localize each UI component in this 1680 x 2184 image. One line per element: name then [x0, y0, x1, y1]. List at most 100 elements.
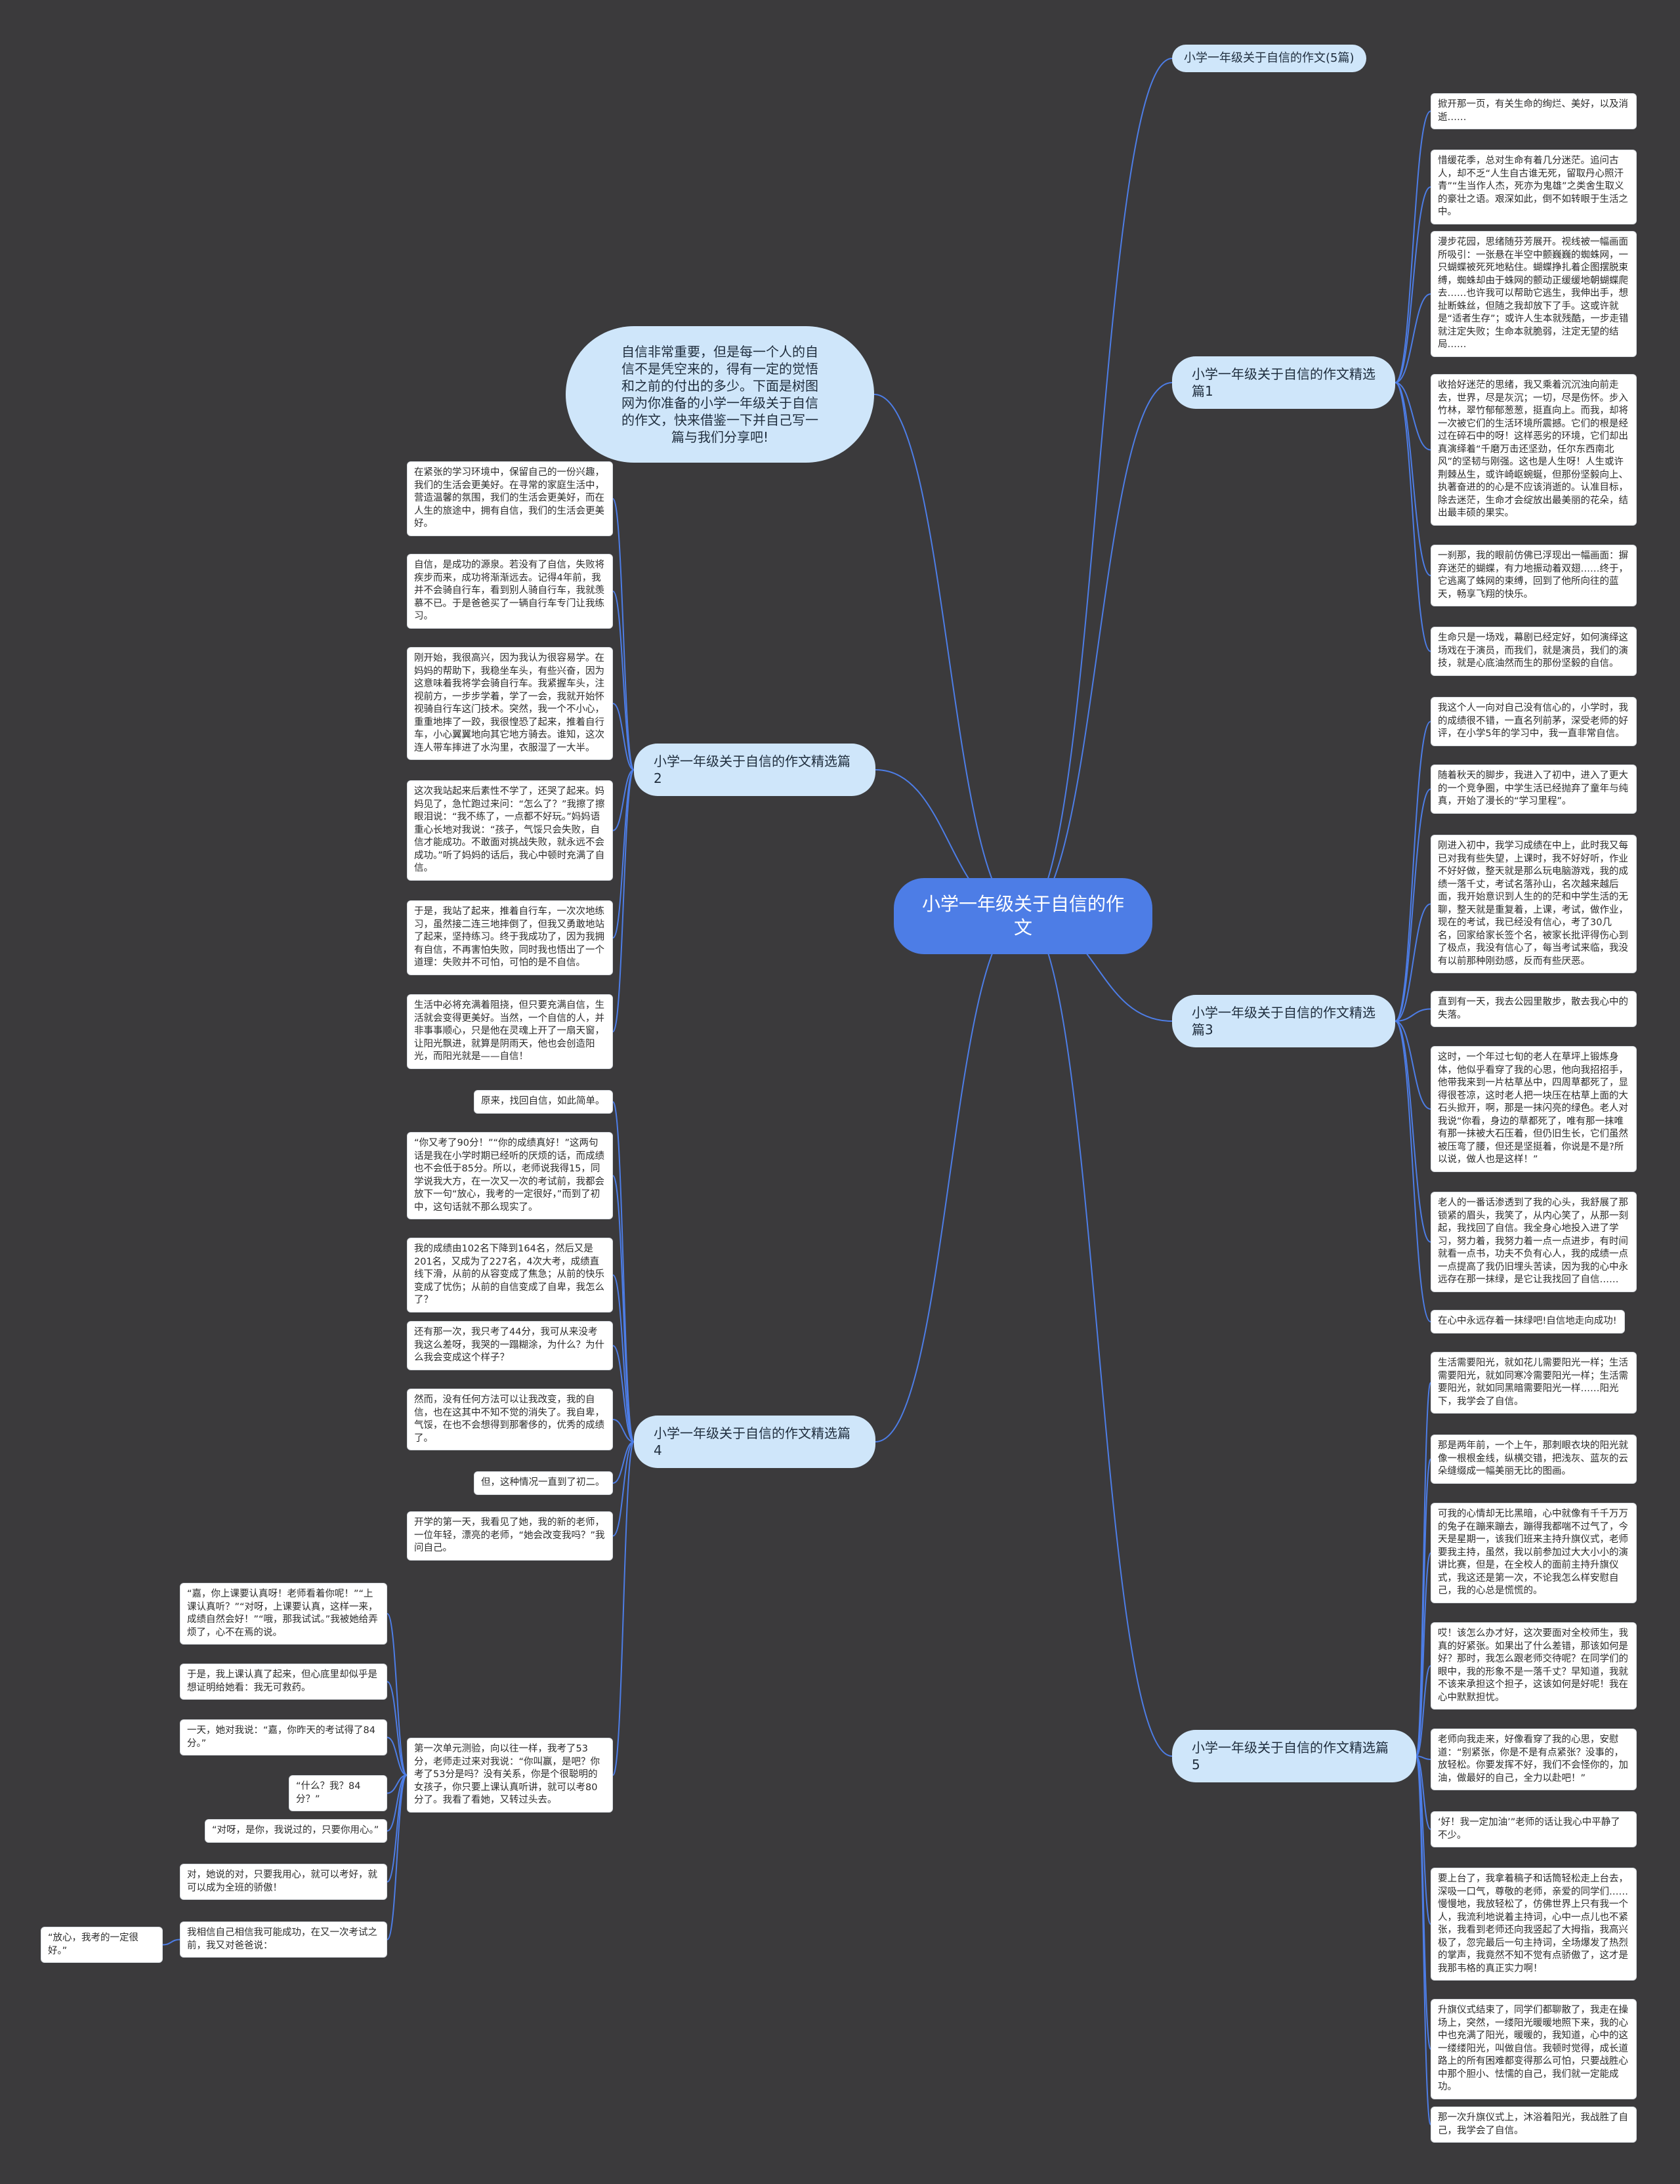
title-link-label: 小学一年级关于自信的作文(5篇) — [1184, 51, 1354, 65]
connector-l-b1-1 — [1395, 186, 1431, 383]
leaf-b3-3: 刚进入初中，我学习成绩在中上，此时我又每已对我有些失望，上课时，我不好好听，作业… — [1431, 835, 1637, 973]
branch-essay-5[interactable]: 小学一年级关于自信的作文精选篇5 — [1172, 1730, 1416, 1782]
connector-l-b3-2 — [1395, 903, 1431, 1022]
leaf-b4-8: 第一次单元测验，向以往一样，我考了53分，老师走过来对我说：“你叫赢，是吧？你考… — [407, 1738, 613, 1813]
subleaf-b4-5: “对呀，是你，我说过的，只要你用心。” — [205, 1819, 387, 1843]
intro-text: 自信非常重要，但是每一个人的自信不是凭空来的，得有一定的觉悟和之前的付出的多少。… — [621, 344, 818, 445]
connector-s-b4-4 — [387, 1774, 408, 1832]
leaf-b5-5: 老师向我走来，好像看穿了我的心思，安慰道：“别紧张，你是不是有点紧张？没事的，放… — [1431, 1729, 1637, 1790]
title-link-node[interactable]: 小学一年级关于自信的作文(5篇) — [1172, 45, 1366, 72]
leaf-b3-6: 老人的一番话渗透到了我的心头，我舒展了那锁紧的眉头，我笑了，从内心笑了，从那一刻… — [1431, 1192, 1637, 1292]
connector-l-b5-5 — [1416, 1755, 1431, 1830]
subleaf-b4-3: 一天，她对我说：“嘉，你昨天的考试得了84分。” — [180, 1719, 387, 1755]
connector-l-b2-4 — [612, 769, 635, 938]
leaf-b1-4: 收拾好迷茫的思绪，我又乘着沉沉浊向前走去，世界，尽是灰沉；一切，尽是伤怀。步入竹… — [1431, 374, 1637, 526]
leaf-b3-5: 这时，一个年过七旬的老人在草坪上锻炼身体，他似乎看穿了我的心思，他向我招招手，他… — [1431, 1046, 1637, 1172]
leaf-b2-1: 在紧张的学习环境中，保留自己的一份兴趣，我们的生活会更美好。在寻常的家庭生活中，… — [407, 461, 613, 536]
branch-essay-1[interactable]: 小学一年级关于自信的作文精选篇1 — [1172, 356, 1395, 409]
leaf-b3-2: 随着秋天的脚步，我进入了初中，进入了更大的一个竞争圈，中学生活已经抛弃了童年与纯… — [1431, 765, 1637, 814]
connector-n-b5 — [1022, 915, 1173, 1757]
connector-l-b3-1 — [1395, 788, 1431, 1022]
subleaf-b4-1: “嘉，你上课要认真呀！老师看着你呢！”“上课认真听？”“对呀，上课要认真，这样一… — [180, 1583, 387, 1645]
connector-s-b4-2 — [387, 1736, 408, 1776]
leaf-b5-1: 生活需要阳光，就如花儿需要阳光一样；生活需要阳光，就如同寒冷需要阳光一样；生活需… — [1431, 1352, 1637, 1414]
leaf-b5-7: 要上台了，我拿着稿子和话筒轻松走上台去，深吸一口气，尊敬的老师，亲爱的同学们……… — [1431, 1868, 1637, 1981]
leaf-b2-4: 这次我站起来后素性不学了，还哭了起来。妈妈见了，急忙跑过来问：“怎么了？”我擦了… — [407, 780, 613, 881]
connector-l-b1-4 — [1395, 382, 1431, 576]
leaf-b3-7: 在心中永远存着一抹绿吧!自信地走向成功! — [1431, 1310, 1625, 1334]
branch-label: 小学一年级关于自信的作文精选篇4 — [654, 1425, 850, 1458]
connector-n-b4 — [875, 915, 1024, 1442]
connector-l-b3-0 — [1395, 721, 1431, 1022]
branch-label: 小学一年级关于自信的作文精选篇3 — [1192, 1005, 1376, 1038]
connector-l-b2-5 — [612, 769, 635, 1032]
leaf-b1-6: 生命只是一场戏，幕剧已经定好，如何演绎这场戏在于演员，而我们，就是演员，我们的演… — [1431, 627, 1637, 676]
leaf-b1-1: 掀开那一页，有关生命的绚烂、美好，以及消逝…… — [1431, 93, 1637, 129]
connector-l-b5-8 — [1416, 1755, 1431, 2126]
subleaf-b4-7: 我相信自己相信我可能成功，在又一次考试之前，我又对爸爸说： — [180, 1922, 387, 1958]
leaf-b5-4: 哎！该怎么办才好，这次要面对全校师生，我真的好紧张。如果出了什么差错，那该如何是… — [1431, 1622, 1637, 1710]
leaf-b3-1: 我这个人一向对自己没有信心的，小学时，我的成绩很不错，一直名列前茅，深受老师的好… — [1431, 697, 1637, 746]
intro-node[interactable]: 自信非常重要，但是每一个人的自信不是凭空来的，得有一定的觉悟和之前的付出的多少。… — [566, 326, 874, 463]
connector-l-b4-2 — [612, 1274, 635, 1442]
connector-l-b5-7 — [1416, 1755, 1431, 2050]
subleaf-b4-2: 于是，我上课认真了起来，但心底里却似乎是想证明给她看：我无可救药。 — [180, 1664, 387, 1700]
connector-l-b2-3 — [612, 769, 635, 831]
branch-essay-4[interactable]: 小学一年级关于自信的作文精选篇4 — [634, 1416, 875, 1468]
connector-l-b3-5 — [1395, 1020, 1431, 1243]
leaf-b2-5: 于是，我站了起来，推着自行车，一次次地练习，虽然接二连三地摔倒了，但我又勇敢地站… — [407, 900, 613, 975]
connector-n-b1 — [1022, 382, 1173, 917]
connector-l-b5-2 — [1416, 1552, 1431, 1757]
connector-l-b5-3 — [1416, 1665, 1431, 1757]
connector-l-b4-4 — [612, 1419, 635, 1442]
connector-l-b4-1 — [612, 1175, 635, 1442]
subleaf-b4-6: 对，她说的对，只要我用心，就可以考好，就可以成为全班的骄傲！ — [180, 1864, 387, 1900]
connector-l-b2-2 — [612, 703, 635, 770]
leaf-b4-7: 开学的第一天，我看见了她，我的新的老师，一位年轻，漂亮的老师，“她会改变我吗？”… — [407, 1511, 613, 1561]
leaf-b2-3: 刚开始，我很高兴，因为我认为很容易学。在妈妈的帮助下，我稳坐车头，有些兴奋，因为… — [407, 647, 613, 760]
connector-l-b4-7 — [612, 1441, 635, 1776]
branch-label: 小学一年级关于自信的作文精选篇5 — [1192, 1740, 1389, 1773]
connector-l-b1-2 — [1395, 293, 1431, 383]
connector-l-b3-6 — [1395, 1020, 1431, 1322]
leaf-b1-5: 一刹那，我的眼前仿佛已浮现出一幅画面：摒弃迷茫的蝴蝶，有力地振动着双翅……终于，… — [1431, 545, 1637, 606]
leaf-b5-6: ‘好！我一定加油’”老师的话让我心中平静了不少。 — [1431, 1811, 1637, 1847]
branch-label: 小学一年级关于自信的作文精选篇1 — [1192, 366, 1376, 399]
leaf-b5-3: 可我的心情却无比黑暗，心中就像有千千万万的兔子在蹦来蹦去，蹦得我都喘不过气了，今… — [1431, 1503, 1637, 1603]
leaf-b1-2: 惜缓花季，总对生命有着几分迷茫。追问古人，却不乏“人生自古谁无死，留取丹心照汗青… — [1431, 150, 1637, 224]
root-topic[interactable]: 小学一年级关于自信的作文 — [894, 878, 1152, 954]
connector-l-b3-3 — [1395, 1008, 1431, 1022]
connector-l-b3-4 — [1395, 1020, 1431, 1110]
branch-essay-2[interactable]: 小学一年级关于自信的作文精选篇2 — [634, 744, 875, 796]
leaf-b4-1: 原来，找回自信，如此简单。 — [474, 1090, 613, 1114]
leaf-b3-4: 直到有一天，我去公园里散步，散去我心中的失落。 — [1431, 991, 1637, 1027]
subleaf-b4-4: “什么？我？84分？” — [289, 1775, 387, 1811]
connector-s-b4-last — [162, 1939, 180, 1946]
connector-l-b1-0 — [1395, 110, 1431, 383]
connector-s-b4-0 — [387, 1613, 408, 1776]
connector-l-b4-3 — [612, 1345, 635, 1442]
leaf-b4-6: 但，这种情况一直到了初二。 — [474, 1471, 613, 1495]
leaf-b4-3: 我的成绩由102名下降到164名，然后又是201名，又成为了227名，4次大考，… — [407, 1238, 613, 1312]
connector-l-b4-6 — [612, 1441, 635, 1537]
connector-n-intro — [873, 394, 1024, 917]
connector-s-b4-6 — [387, 1774, 408, 1941]
connector-l-b4-5 — [612, 1441, 635, 1484]
leaf-b4-4: 还有那一次，我只考了44分，我可从来没考我这么差呀，我哭的一蹋糊涂，为什么？为什… — [407, 1321, 613, 1370]
leaf-b5-9: 那一次升旗仪式上，沐浴着阳光，我战胜了自己，我学会了自信。 — [1431, 2107, 1637, 2143]
leaf-b5-8: 升旗仪式结束了，同学们都聊散了，我走在操场上，突然，一缕阳光暖暖地照下来，我的心… — [1431, 1999, 1637, 2099]
branch-label: 小学一年级关于自信的作文精选篇2 — [654, 753, 850, 786]
branch-essay-3[interactable]: 小学一年级关于自信的作文精选篇3 — [1172, 995, 1395, 1047]
connector-l-b1-5 — [1395, 382, 1431, 652]
connector-l-b1-3 — [1395, 382, 1431, 451]
leaf-b1-3: 漫步花园，思绪随芬芳展开。视线被一幅画面所吸引：一张悬在半空中颤巍巍的蜘蛛网，一… — [1431, 231, 1637, 357]
connector-s-b4-1 — [387, 1681, 408, 1776]
leaf-b4-5: 然而，没有任何方法可以让我改变，我的自信，也在这其中不知不觉的消失了。我自卑，气… — [407, 1389, 613, 1450]
leaf-b2-6: 生活中必将充满着阻挠，但只要充满自信，生活就会变得更美好。当然，一个自信的人，并… — [407, 994, 613, 1069]
connector-l-b2-0 — [612, 498, 635, 770]
connector-l-b2-1 — [612, 591, 635, 770]
leaf-b5-2: 那是两年前，一个上午，那刺眼衣块的阳光就像一根根金线，纵横交错，把浅灰、蓝灰的云… — [1431, 1435, 1637, 1484]
connector-l-b5-0 — [1416, 1382, 1431, 1757]
